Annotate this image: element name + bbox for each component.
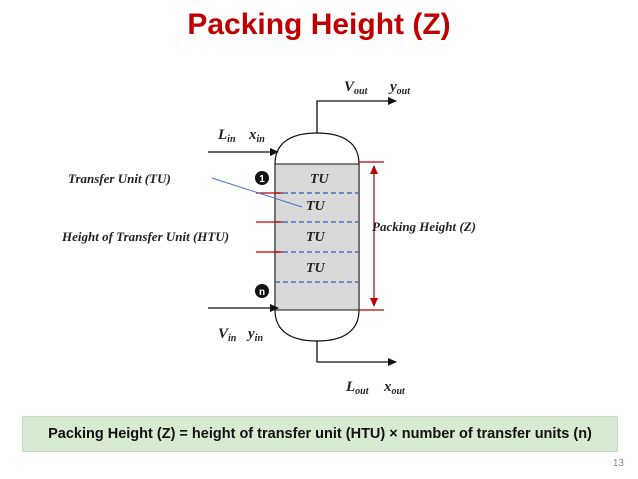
l-in-label: Lin: [217, 127, 236, 145]
tu-label-4: TU: [306, 261, 326, 276]
tu-label-3: TU: [306, 230, 326, 245]
first-unit-marker: 1: [255, 171, 269, 185]
slide-title: Packing Height (Z): [187, 8, 451, 41]
page-number: 13: [612, 458, 624, 469]
v-out-label: Vout: [344, 79, 369, 97]
vapor-outlet-line: [316, 97, 397, 133]
packing-section: [274, 163, 360, 311]
tu-label-2: TU: [306, 199, 326, 214]
tu-label-1: TU: [310, 172, 330, 187]
packing-height-label: Packing Height (Z): [372, 219, 476, 234]
x-in-label: xin: [248, 127, 265, 145]
htu-ticks: [256, 192, 283, 253]
svg-text:1: 1: [259, 174, 265, 185]
formula-text: Packing Height (Z) = height of transfer …: [48, 426, 592, 442]
tu-pointer-line: [211, 177, 303, 208]
y-out-label: yout: [388, 79, 411, 97]
transfer-unit-label: Transfer Unit (TU): [68, 171, 171, 186]
last-unit-marker: n: [255, 284, 269, 298]
htu-label: Height of Transfer Unit (HTU): [61, 229, 229, 244]
v-in-label: Vin: [218, 326, 237, 344]
svg-text:n: n: [259, 287, 265, 298]
l-out-label: Lout: [345, 379, 370, 397]
transfer-unit-dividers: [275, 192, 359, 283]
x-out-label: xout: [383, 379, 406, 397]
liquid-outlet-line: [316, 341, 397, 366]
y-in-label: yin: [246, 326, 263, 344]
formula-box: Packing Height (Z) = height of transfer …: [22, 416, 618, 452]
